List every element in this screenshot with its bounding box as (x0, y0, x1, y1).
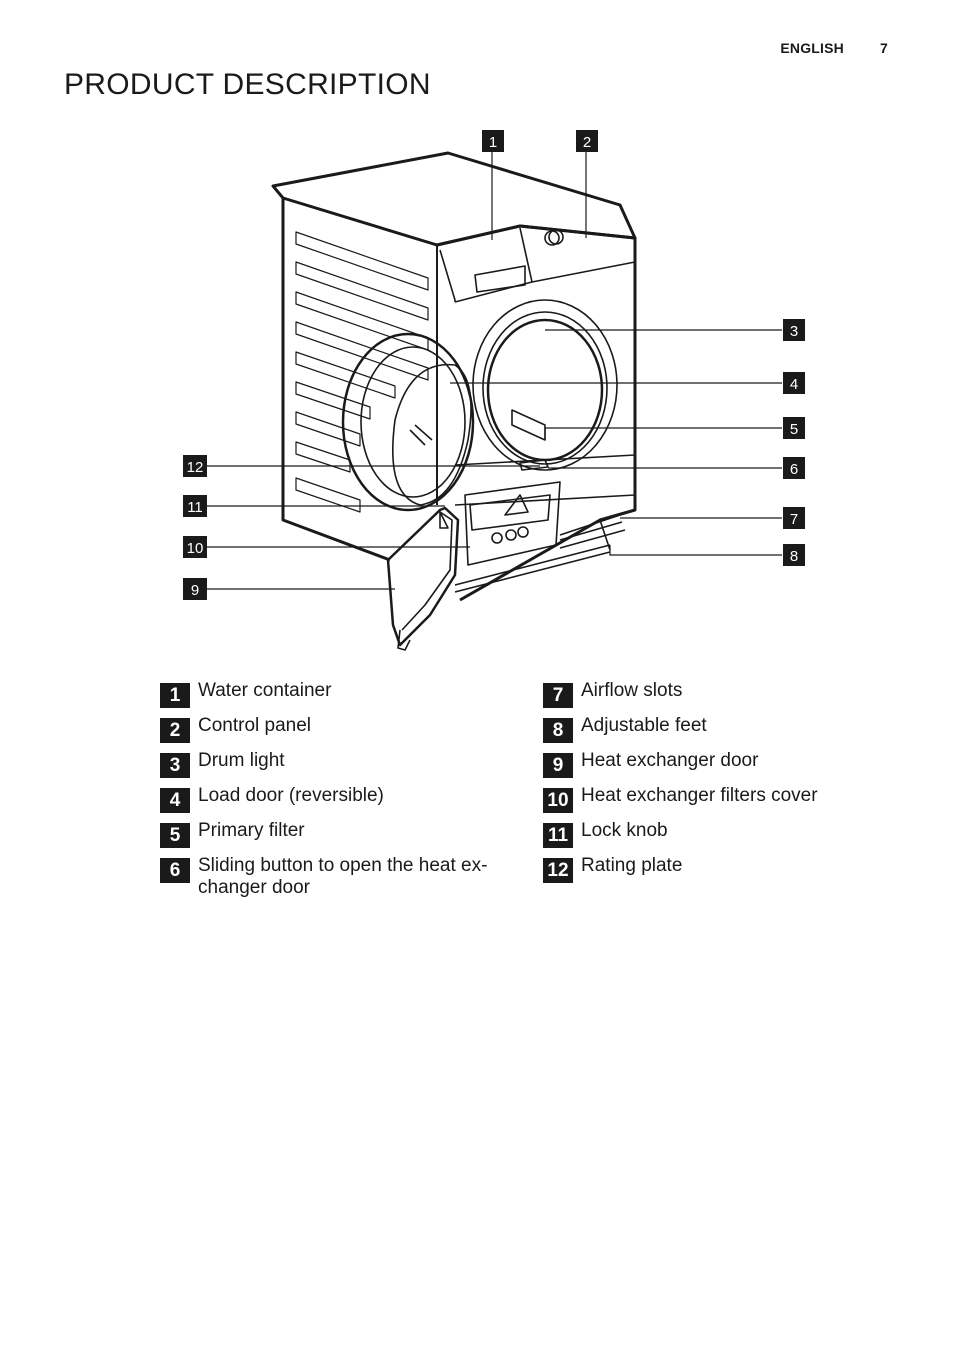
legend-item: 3 Drum light (160, 750, 530, 778)
header-language: ENGLISH (780, 40, 844, 56)
callout-12-label: 12 (187, 459, 204, 476)
page-title: PRODUCT DESCRIPTION (64, 68, 431, 101)
legend-number-badge: 3 (160, 753, 190, 778)
legend-item: 8 Adjustable feet (543, 715, 843, 743)
callout-3: 3 (783, 319, 805, 341)
callout-11-label: 11 (187, 499, 203, 516)
legend-label: Airflow slots (581, 680, 683, 701)
callout-5-label: 5 (790, 421, 798, 438)
legend-label: Lock knob (581, 820, 668, 841)
dryer-drawing (271, 151, 637, 651)
legend-number-badge: 11 (543, 823, 573, 848)
callout-9: 9 (183, 578, 207, 600)
callout-6-label: 6 (790, 461, 798, 478)
callout-4-label: 4 (790, 376, 798, 393)
callout-8-label: 8 (790, 548, 798, 565)
legend-number-badge: 6 (160, 858, 190, 883)
legend-left: 1 Water container 2 Control panel 3 Drum ligh… (160, 680, 530, 906)
legend-number-badge: 10 (543, 788, 573, 813)
legend-label: Rating plate (581, 855, 683, 876)
legend-number-badge: 7 (543, 683, 573, 708)
legend-label: Control panel (198, 715, 312, 736)
leader-lines (206, 152, 782, 590)
legend-label: Heat exchanger door (581, 750, 759, 771)
dryer-illustration: 1 2 3 4 5 6 7 8 12 11 10 9 (183, 130, 805, 651)
legend-number-badge: 8 (543, 718, 573, 743)
callout-6: 6 (783, 457, 805, 479)
legend-item: 5 Primary filter (160, 820, 530, 848)
callout-7: 7 (783, 507, 805, 529)
callout-10-label: 10 (187, 540, 204, 557)
legend-label: Load door (reversible) (198, 785, 384, 806)
legend-number-badge: 4 (160, 788, 190, 813)
callout-2: 2 (576, 130, 598, 152)
callout-12: 12 (183, 455, 207, 477)
page-number: 7 (880, 40, 888, 56)
legend-item: 9 Heat exchanger door (543, 750, 843, 778)
legend-number-badge: 2 (160, 718, 190, 743)
legend-item: 1 Water container (160, 680, 530, 708)
legend-item: 12 Rating plate (543, 855, 843, 883)
callout-11: 11 (183, 495, 207, 517)
legend-label: Water container (198, 680, 332, 701)
legend-label: Primary filter (198, 820, 305, 841)
legend-number-badge: 9 (543, 753, 573, 778)
callout-9-label: 9 (191, 582, 199, 599)
legend-label: Heat exchanger filters cover (581, 785, 818, 806)
legend-number-badge: 12 (543, 858, 573, 883)
callout-3-label: 3 (790, 323, 798, 340)
callout-2-label: 2 (583, 134, 591, 151)
legend-number-badge: 1 (160, 683, 190, 708)
callout-8: 8 (783, 544, 805, 566)
legend-item: 6 Sliding button to open the heat ex- cha… (160, 855, 530, 899)
legend-label: Drum light (198, 750, 285, 771)
callout-7-label: 7 (790, 511, 798, 528)
legend-item: 10 Heat exchanger filters cover (543, 785, 843, 813)
legend-item: 4 Load door (reversible) (160, 785, 530, 813)
callout-4: 4 (783, 372, 805, 394)
callout-10: 10 (183, 536, 207, 558)
legend-item: 11 Lock knob (543, 820, 843, 848)
legend-item: 2 Control panel (160, 715, 530, 743)
legend-number-badge: 5 (160, 823, 190, 848)
callout-1: 1 (482, 130, 504, 152)
callout-5: 5 (783, 417, 805, 439)
callout-1-label: 1 (489, 134, 497, 151)
legend-label: Sliding button to open the heat ex- chan… (198, 855, 488, 898)
legend-label: Adjustable feet (581, 715, 707, 736)
legend-item: 7 Airflow slots (543, 680, 843, 708)
